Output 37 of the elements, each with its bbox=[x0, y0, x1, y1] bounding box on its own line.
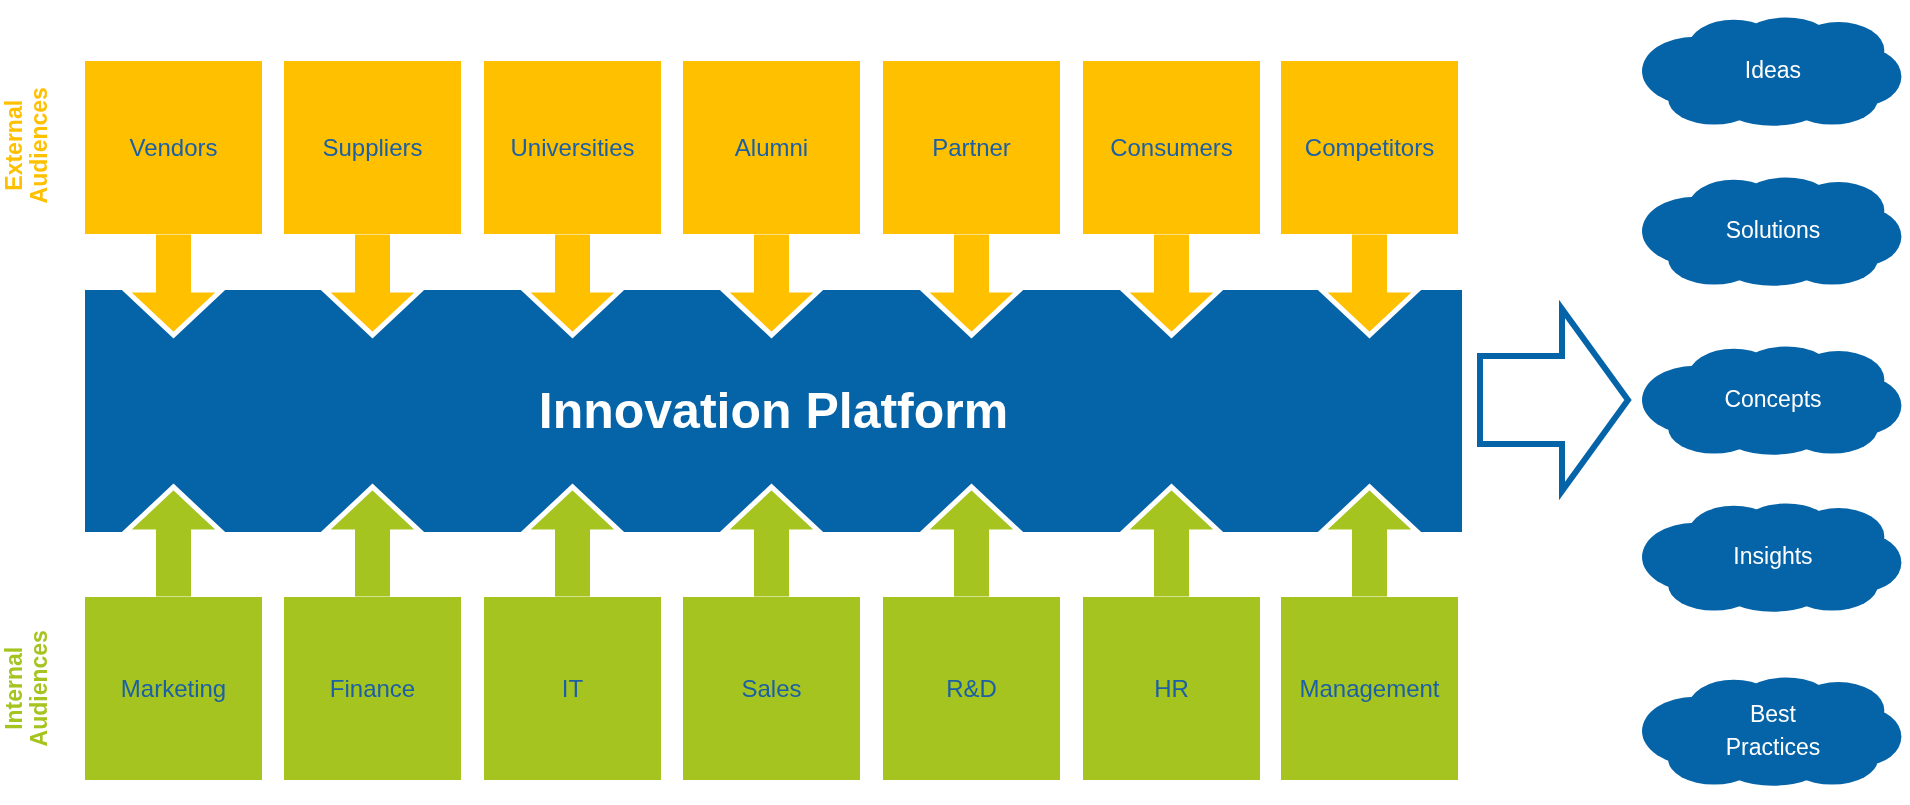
hollow-arrow bbox=[1477, 299, 1632, 501]
audience-box bbox=[883, 61, 1060, 234]
audience-label: Consumers bbox=[1110, 133, 1233, 162]
audience-label: Suppliers bbox=[322, 133, 423, 162]
cloud-label: Solutions bbox=[1724, 216, 1822, 246]
audience-group-label: Internal Audiences bbox=[1, 629, 53, 749]
audience-box bbox=[1083, 597, 1260, 780]
audience-label: Marketing bbox=[120, 674, 227, 703]
cloud-label: Ideas bbox=[1743, 56, 1803, 86]
cloud-label: Concepts bbox=[1723, 385, 1823, 415]
audience-box bbox=[284, 597, 461, 780]
audience-label: Universities bbox=[510, 133, 635, 162]
audience-box bbox=[683, 597, 860, 780]
audience-label: Partner bbox=[932, 133, 1011, 162]
audience-box bbox=[883, 597, 1060, 780]
cloud-label: Best Practices bbox=[1724, 699, 1822, 762]
audience-label: Competitors bbox=[1304, 133, 1435, 162]
audience-group-label: External Audiences bbox=[1, 86, 53, 206]
audience-box bbox=[1083, 61, 1260, 234]
cloud-label: Insights bbox=[1732, 542, 1814, 572]
audience-box bbox=[1281, 597, 1458, 780]
audience-box bbox=[683, 61, 860, 234]
audience-label: Finance bbox=[329, 674, 416, 703]
audience-label: Management bbox=[1299, 674, 1440, 703]
audience-box bbox=[85, 597, 262, 780]
audience-box bbox=[284, 61, 461, 234]
audience-label: IT bbox=[561, 674, 584, 703]
platform-title: Innovation Platform bbox=[538, 382, 1009, 440]
audience-label: Alumni bbox=[734, 133, 809, 162]
audience-label: Vendors bbox=[129, 133, 218, 162]
audience-box bbox=[484, 597, 661, 780]
audience-box bbox=[85, 61, 262, 234]
audience-box bbox=[484, 61, 661, 234]
audience-label: Sales bbox=[741, 674, 802, 703]
audience-label: HR bbox=[1154, 674, 1189, 703]
audience-label: R&D bbox=[946, 674, 997, 703]
audience-box bbox=[1281, 61, 1458, 234]
